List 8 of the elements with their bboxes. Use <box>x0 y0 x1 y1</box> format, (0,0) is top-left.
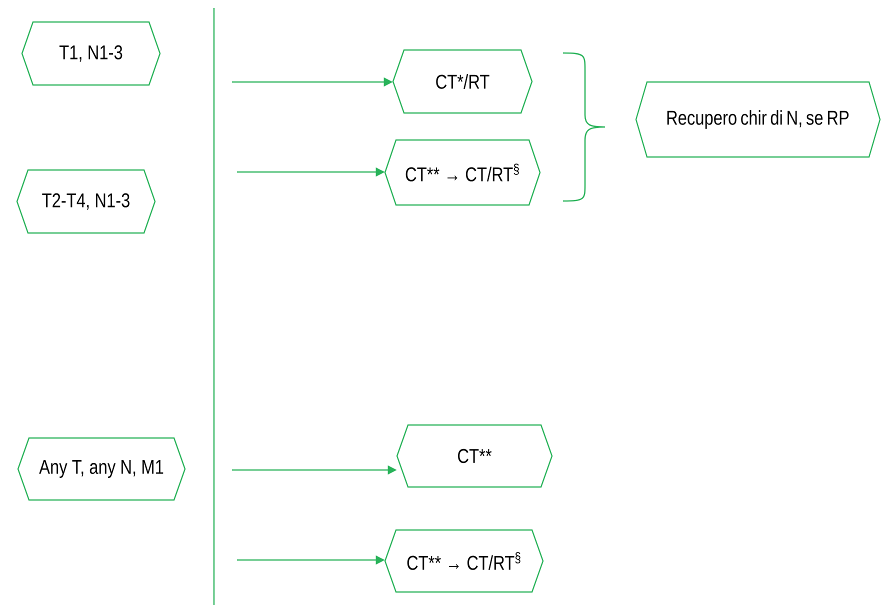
hexagon-box: Recupero chir di N, se RP <box>635 81 881 158</box>
hexagon-box: CT*/RT <box>392 49 533 114</box>
hexagon-box: CT** → CT/RT$^{§}$ <box>384 529 544 593</box>
hexagon-box: CT** <box>396 424 553 488</box>
hexagon-box: T1, N1-3 <box>21 21 161 86</box>
hexagon-box: T2-T4, N1-3 <box>16 169 156 234</box>
hexagon-box: CT** → CT/RT$^{§}$ <box>384 139 541 206</box>
hexagon-box: Any T, any N, M1 <box>17 437 186 501</box>
